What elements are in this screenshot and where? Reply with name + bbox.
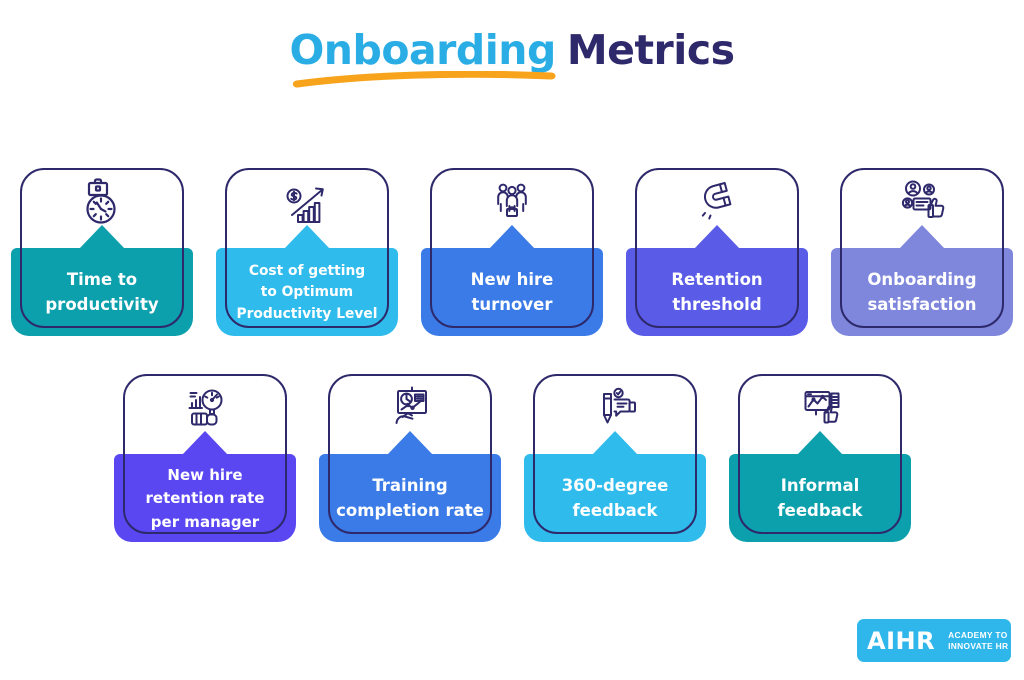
pencil-feedback-icon (524, 383, 706, 435)
metric-card-retention-threshold: Retention threshold (626, 168, 808, 336)
metric-card-time-to-productivity: Time to productivity (11, 168, 193, 336)
metric-card-360-degree-feedback: 360-degree feedback (524, 374, 706, 542)
presentation-chart-icon (319, 383, 501, 435)
card-outline (738, 374, 902, 534)
metric-card-retention-rate-per-manager: New hire retention rate per manager (114, 374, 296, 542)
coin-growth-chart-icon (216, 177, 398, 229)
card-outline (20, 168, 184, 328)
metric-card-new-hire-turnover: New hire turnover (421, 168, 603, 336)
metric-label: Onboarding satisfaction (867, 270, 977, 314)
page-title: Onboarding Metrics (0, 26, 1024, 88)
title-highlight: Onboarding (289, 26, 556, 88)
aihr-tagline-line2: INNOVATE HR (948, 640, 1009, 651)
people-thumbs-up-icon (831, 177, 1013, 229)
metric-card-onboarding-satisfaction: Onboarding satisfaction (831, 168, 1013, 336)
metric-label: Retention threshold (671, 270, 763, 314)
screen-thumbs-up-icon (729, 383, 911, 435)
metric-label: 360-degree feedback (561, 476, 669, 520)
aihr-tagline: ACADEMY TO INNOVATE HR (948, 630, 1008, 652)
magnet-icon (626, 177, 808, 229)
title-rest: Metrics (566, 26, 735, 74)
metric-label: Time to productivity (45, 270, 159, 314)
metric-label: Informal feedback (777, 476, 863, 520)
aihr-logo: AIHR ACADEMY TO INNOVATE HR (857, 619, 1011, 662)
title-underline-swoosh (293, 71, 557, 88)
card-outline (533, 374, 697, 534)
metric-card-training-completion-rate: Training completion rate (319, 374, 501, 542)
card-outline (430, 168, 594, 328)
card-outline (840, 168, 1004, 328)
metric-banner: 360-degree feedback (524, 431, 706, 542)
aihr-tagline-line1: ACADEMY TO (948, 629, 1008, 640)
card-outline (225, 168, 389, 328)
title-highlight-text: Onboarding (289, 26, 556, 74)
aihr-logo-text: AIHR (867, 626, 936, 655)
card-outline (635, 168, 799, 328)
team-briefcase-icon (421, 177, 603, 229)
gauge-chart-icon (114, 383, 296, 435)
card-outline (328, 374, 492, 534)
briefcase-clock-icon (11, 177, 193, 229)
metric-label: New hire turnover (470, 270, 554, 314)
metric-card-informal-feedback: Informal feedback (729, 374, 911, 542)
card-outline (123, 374, 287, 534)
metric-card-cost-optimum-productivity: Cost of getting to Optimum Productivity … (216, 168, 398, 336)
metric-label: New hire retention rate per manager (145, 466, 265, 531)
